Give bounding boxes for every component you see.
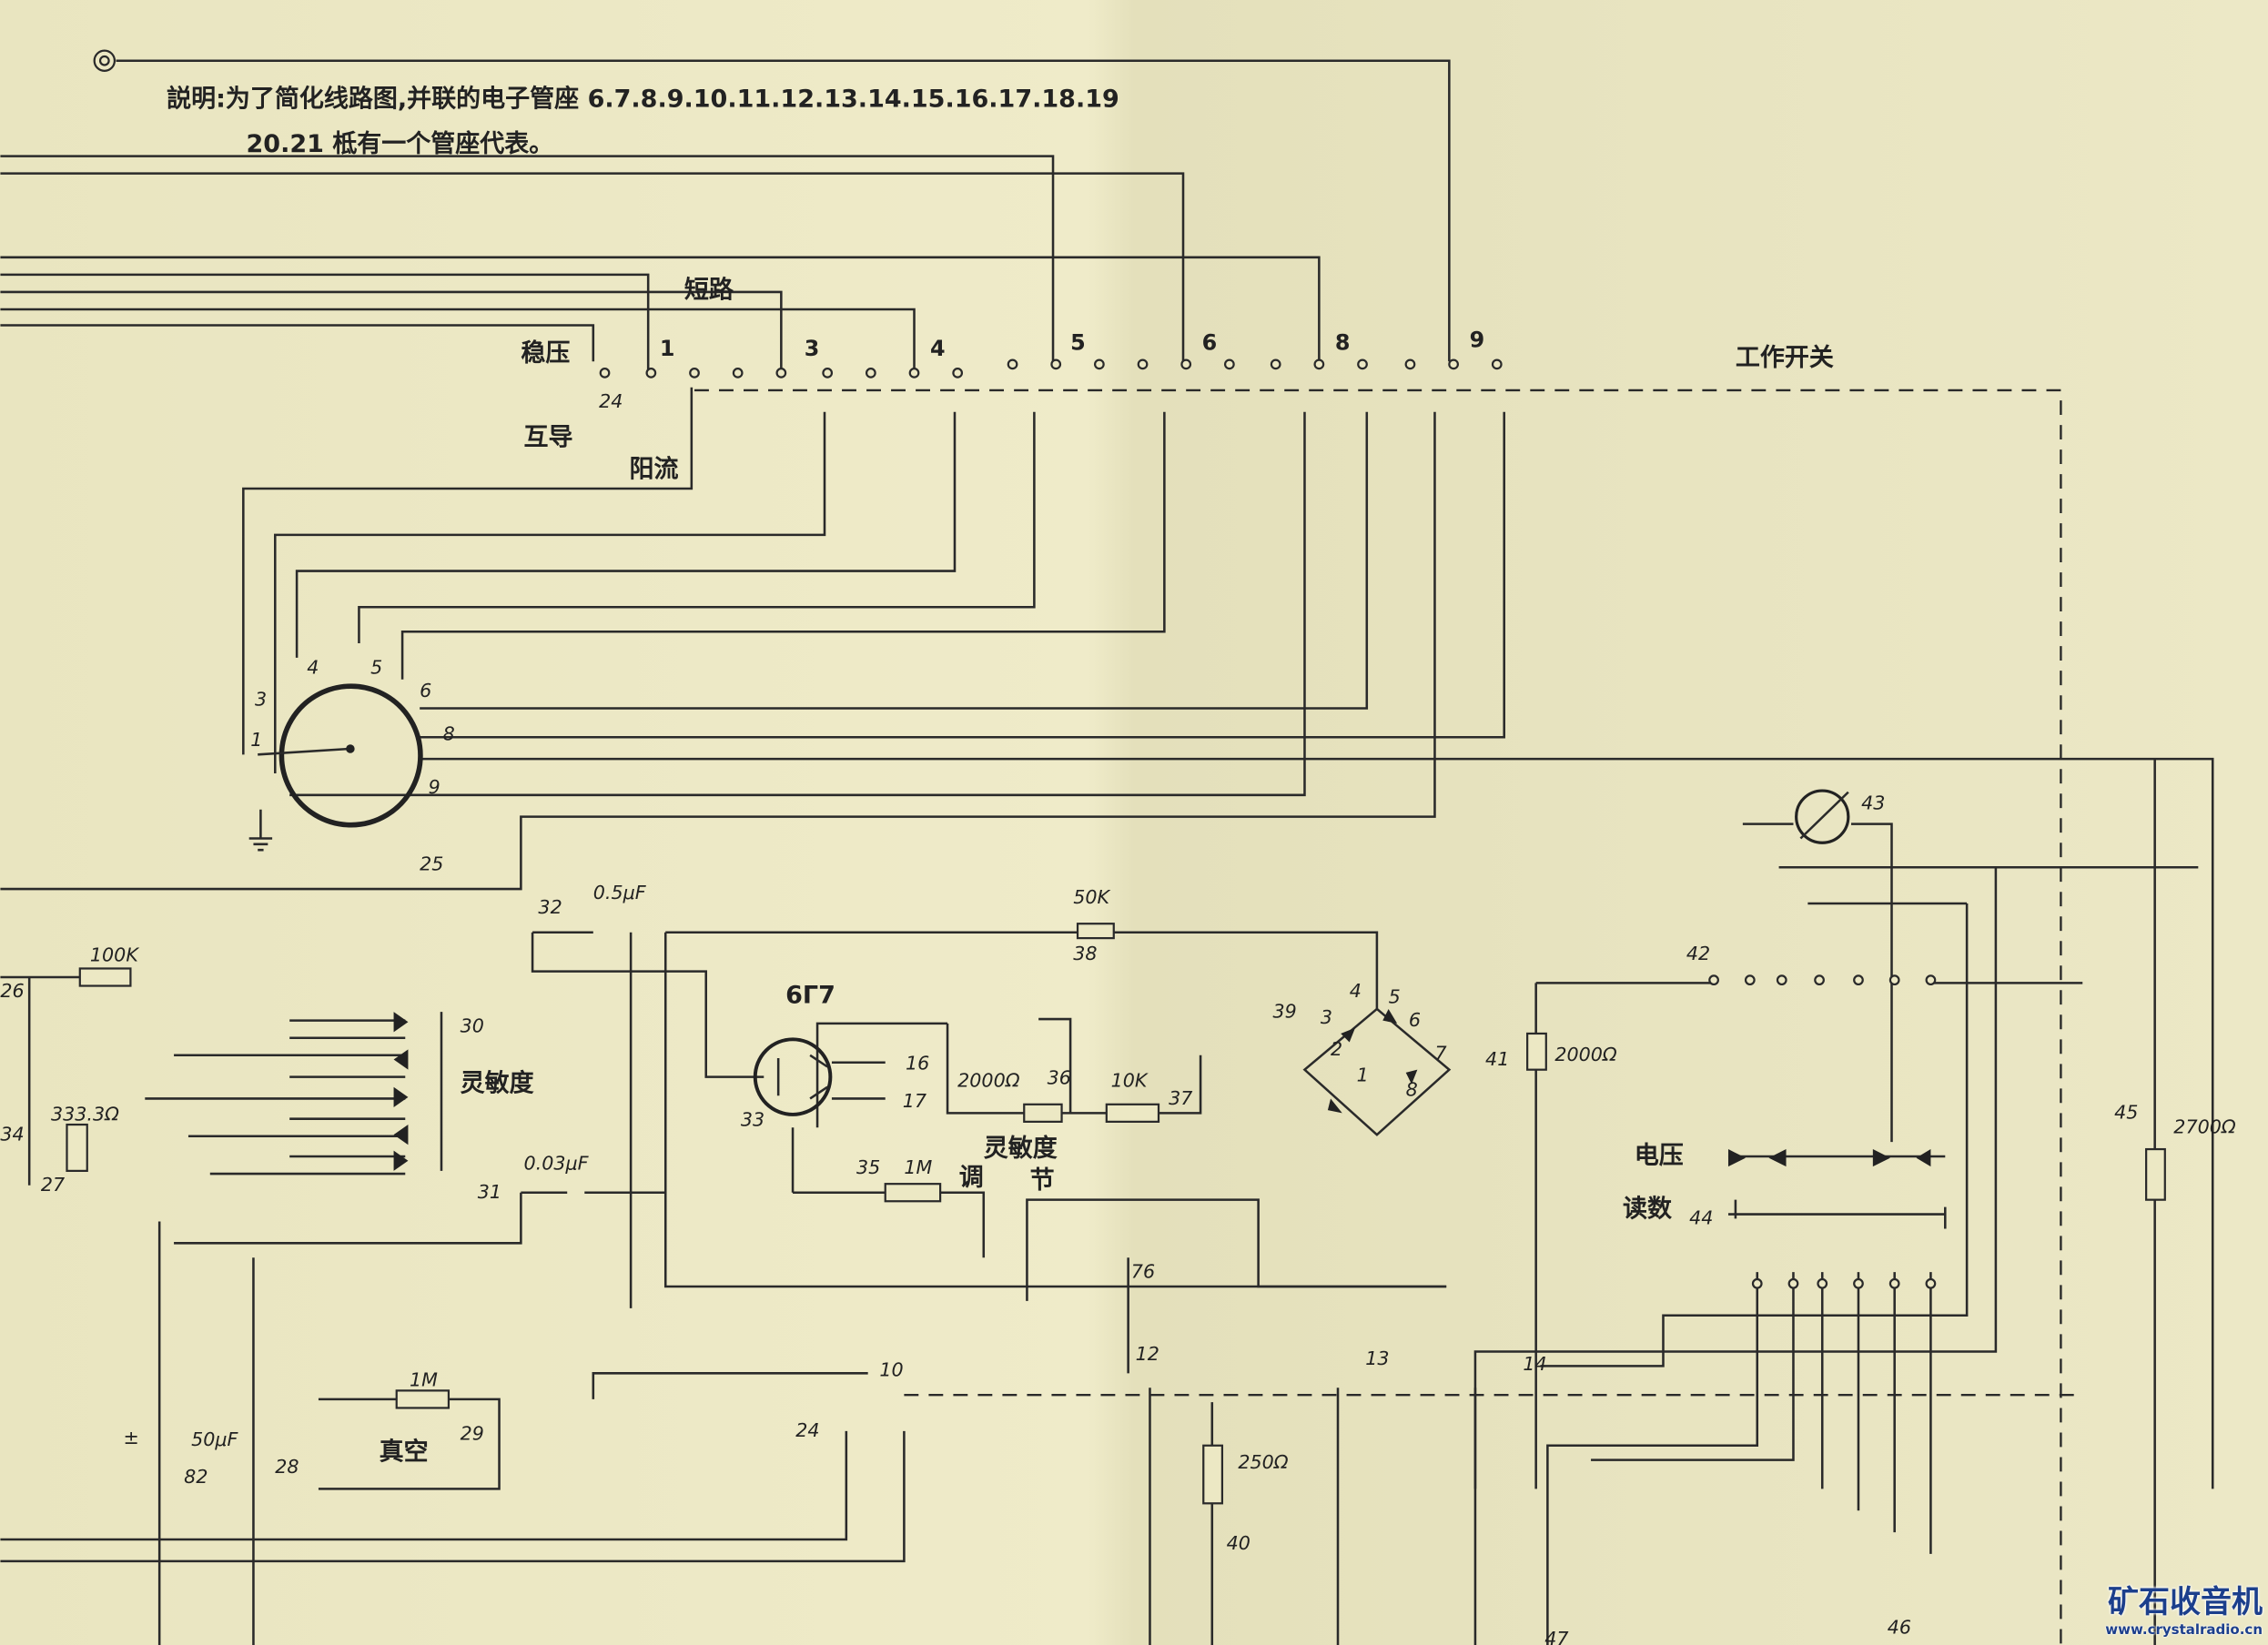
label-components-bridge-3: 6 bbox=[1409, 1009, 1421, 1031]
switch-pos-1: 1 bbox=[660, 336, 675, 361]
label-rotary-label: 25 bbox=[420, 853, 443, 874]
label-components-c82-value: 50μF bbox=[191, 1428, 238, 1450]
label-work-switch: 工作开关 bbox=[1736, 344, 1834, 372]
note-line-2: 20.21 柢有一个管座代表。 bbox=[247, 129, 554, 158]
label-components-n12: 12 bbox=[1136, 1343, 1159, 1365]
label-components-n24: 24 bbox=[795, 1419, 819, 1441]
label-components-n47: 47 bbox=[1544, 1628, 1568, 1645]
label-components-sensitivity: 灵敏度 bbox=[461, 1069, 534, 1098]
label-components-r26-value: 100K bbox=[90, 944, 139, 966]
label-components-n40: 40 bbox=[1227, 1532, 1250, 1554]
label-components-r35-value: 1M bbox=[904, 1156, 932, 1178]
label-components-r27-value: 333.3Ω bbox=[51, 1103, 119, 1125]
label-components-r41-value: 2000Ω bbox=[1554, 1044, 1617, 1065]
label-rotary-pins-0: 3 bbox=[255, 688, 267, 710]
label-transconductance: 互导 bbox=[524, 423, 573, 451]
label-components-adj3: 节 bbox=[1030, 1166, 1055, 1195]
tube-6g7 bbox=[753, 1037, 886, 1116]
label-components-r38-value: 50K bbox=[1073, 886, 1110, 908]
label-components-n30: 30 bbox=[461, 1014, 484, 1036]
label-components-n33: 33 bbox=[741, 1109, 764, 1131]
label-components-n44: 44 bbox=[1689, 1207, 1713, 1229]
watermark-url: www.crystalradio.cn bbox=[2105, 1621, 2263, 1638]
label-components-adj2: 调 bbox=[959, 1164, 984, 1192]
label-components-n43: 43 bbox=[1861, 792, 1885, 814]
switch-pos-4: 4 bbox=[930, 336, 946, 361]
label-components-bridge-0: 4 bbox=[1350, 980, 1362, 1002]
label-components-n31: 31 bbox=[478, 1181, 501, 1203]
label-components-n10: 10 bbox=[879, 1358, 903, 1380]
label-rotary-pins-3: 6 bbox=[420, 680, 431, 701]
label-components-n42: 42 bbox=[1686, 943, 1710, 964]
label-components-n29: 29 bbox=[461, 1422, 484, 1444]
label-components-n36: 36 bbox=[1048, 1067, 1071, 1089]
label-components-r38: 38 bbox=[1073, 943, 1097, 964]
label-rotary-pins-4: 8 bbox=[443, 722, 455, 744]
label-components-r37-value: 10K bbox=[1111, 1070, 1149, 1092]
label-plate-current: 阳流 bbox=[630, 455, 679, 483]
rotary-switch bbox=[248, 683, 423, 852]
label-components-n39: 39 bbox=[1273, 1000, 1297, 1022]
label-components-n14: 14 bbox=[1523, 1353, 1546, 1375]
switch-pos-6: 6 bbox=[1202, 329, 1218, 355]
label-rotary-pins-5: 1 bbox=[250, 729, 262, 751]
label-components-n41: 41 bbox=[1485, 1048, 1509, 1070]
label-components-vacuum: 真空 bbox=[380, 1438, 429, 1467]
label-components-adj: 灵敏度 bbox=[984, 1134, 1058, 1163]
label-components-n37: 37 bbox=[1169, 1087, 1192, 1109]
label-components-reading: 读数 bbox=[1623, 1196, 1673, 1224]
meter-43 bbox=[1795, 789, 1850, 844]
label-rotary-pins-1: 4 bbox=[307, 656, 319, 678]
label-components-n82: 82 bbox=[184, 1466, 208, 1488]
label-components-bridge-2: 3 bbox=[1321, 1006, 1332, 1028]
switch-pos-5: 5 bbox=[1070, 329, 1086, 355]
label-components-n26: 26 bbox=[0, 980, 24, 1002]
label-components-n46: 46 bbox=[1888, 1616, 1911, 1638]
label-components-bridge-1: 5 bbox=[1389, 986, 1401, 1008]
note-line-1: 説明:为了简化线路图,并联的电子管座 6.7.8.9.10.11.12.13.1… bbox=[167, 85, 1119, 114]
label-components-bridge-6: 1 bbox=[1357, 1064, 1369, 1085]
label-components-n13: 13 bbox=[1365, 1347, 1389, 1369]
switch-pos-9: 9 bbox=[1470, 327, 1485, 352]
label-components-n76: 76 bbox=[1131, 1260, 1155, 1282]
label-components-n28: 28 bbox=[275, 1456, 299, 1478]
label-regulator: 稳压 bbox=[521, 338, 570, 368]
label-components-bridge-5: 7 bbox=[1434, 1043, 1446, 1065]
sensitivity-diodes bbox=[393, 1008, 1931, 1171]
wires bbox=[0, 59, 2214, 1645]
label-components-tube: 6Г7 bbox=[785, 982, 835, 1010]
label-components-n45: 45 bbox=[2114, 1102, 2138, 1124]
label-components-bridge-7: 8 bbox=[1406, 1078, 1418, 1100]
switch-pos-3: 3 bbox=[805, 336, 820, 361]
label-components-c32: 32 bbox=[538, 896, 562, 918]
label-components-n27: 27 bbox=[41, 1174, 65, 1196]
switch-pos-8: 8 bbox=[1335, 329, 1351, 355]
label-rotary-pins-2: 5 bbox=[370, 656, 382, 678]
label-components-c31-value: 0.03μF bbox=[524, 1152, 590, 1174]
label-components-n34: 34 bbox=[0, 1124, 24, 1145]
watermark-logo: 矿石收音机 www.crystalradio.cn bbox=[2105, 1577, 2263, 1638]
label-short: 短路 bbox=[684, 275, 734, 304]
resistors bbox=[66, 923, 2166, 1505]
label-components-r40-value: 250Ω bbox=[1238, 1451, 1288, 1473]
label-components-n16: 16 bbox=[906, 1053, 929, 1075]
watermark-name: 矿石收音机 bbox=[2108, 1584, 2263, 1620]
label-components-r45-value: 2700Ω bbox=[2173, 1116, 2236, 1138]
label-components-bridge-4: 2 bbox=[1331, 1038, 1342, 1060]
label-components-c32-value: 0.5μF bbox=[593, 882, 647, 903]
terminals bbox=[93, 49, 1937, 1289]
label-24: 24 bbox=[599, 390, 623, 412]
label-components-pm: ± bbox=[123, 1427, 138, 1448]
label-components-r36-value: 2000Ω bbox=[957, 1070, 1020, 1092]
label-components-voltage: 电压 bbox=[1635, 1142, 1684, 1170]
label-components-n17: 17 bbox=[903, 1090, 926, 1112]
label-rotary-pins-6: 9 bbox=[429, 776, 440, 798]
label-components-n35: 35 bbox=[856, 1156, 880, 1178]
switch-gang-line bbox=[694, 389, 2083, 1645]
text-labels: 説明:为了简化线路图,并联的电子管座 6.7.8.9.10.11.12.13.1… bbox=[0, 85, 2235, 1645]
label-components-r29-value: 1M bbox=[410, 1369, 438, 1391]
